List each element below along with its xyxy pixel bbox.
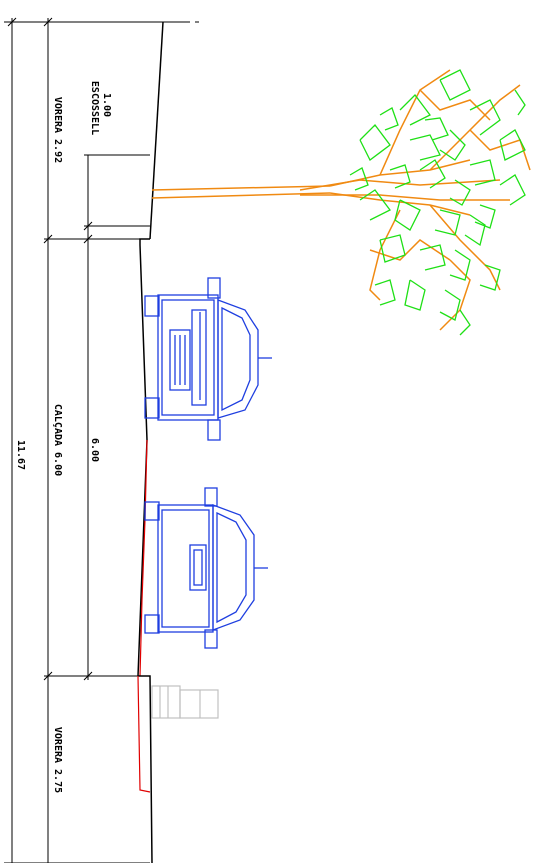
car-2-window bbox=[216, 511, 247, 624]
car-1-wheel bbox=[144, 295, 160, 317]
bench-icon bbox=[151, 685, 219, 719]
bench-seat bbox=[151, 685, 181, 719]
sidewalk-bottom-edge bbox=[138, 675, 153, 863]
car-2-plate bbox=[189, 544, 207, 591]
ground-profile bbox=[137, 21, 200, 863]
roadway-red-line bbox=[139, 439, 148, 677]
curb-top bbox=[139, 238, 150, 245]
car-2-wheel bbox=[144, 501, 160, 521]
car-1-window bbox=[221, 306, 251, 412]
car-2-cabin bbox=[212, 504, 255, 631]
car-2-body-inner bbox=[161, 509, 210, 628]
tree-foliage bbox=[349, 69, 526, 336]
car-2-mirror bbox=[204, 487, 218, 507]
tick-mark bbox=[83, 671, 93, 681]
car-1-grille bbox=[169, 329, 191, 391]
curb-red-line bbox=[137, 675, 151, 793]
car-2-wheel bbox=[144, 614, 160, 634]
dimension-labels: 11.67 VORERA 2.92 1.00 ESCOSSELL CALÇADA… bbox=[15, 81, 112, 793]
tick-mark bbox=[7, 17, 17, 27]
roadway-label: CALÇADA 6.00 bbox=[52, 404, 63, 476]
facade-edge-top bbox=[149, 21, 164, 240]
excess-label: ESCOSSELL bbox=[89, 81, 100, 135]
car-rear-icon bbox=[144, 487, 268, 649]
car-2-plate-inner bbox=[193, 549, 203, 586]
car-front-icon bbox=[144, 277, 272, 441]
car-1-cabin bbox=[217, 299, 259, 419]
total-width-label: 11.67 bbox=[15, 440, 26, 470]
roadway-value-label: 6.00 bbox=[89, 438, 100, 462]
bench-back bbox=[179, 689, 219, 719]
tick-mark bbox=[83, 234, 93, 244]
car-1-wheel bbox=[144, 397, 160, 419]
sidewalk-top-label: VORERA 2.92 bbox=[52, 97, 63, 163]
car-2-mirror bbox=[204, 629, 218, 649]
car-1-bumper bbox=[191, 309, 207, 406]
car-1-body-inner bbox=[161, 299, 215, 416]
car-2-body bbox=[157, 504, 214, 633]
tick-mark bbox=[43, 17, 53, 27]
tree-icon bbox=[151, 69, 531, 336]
tree-trunk bbox=[151, 69, 531, 331]
car-1-body bbox=[157, 294, 219, 421]
car-1-mirror bbox=[207, 419, 221, 441]
dimension-lines bbox=[4, 17, 190, 863]
excess-value-label: 1.00 bbox=[101, 93, 112, 117]
sidewalk-bottom-label: VORERA 2.75 bbox=[52, 727, 63, 793]
car-1-mirror bbox=[207, 277, 221, 299]
